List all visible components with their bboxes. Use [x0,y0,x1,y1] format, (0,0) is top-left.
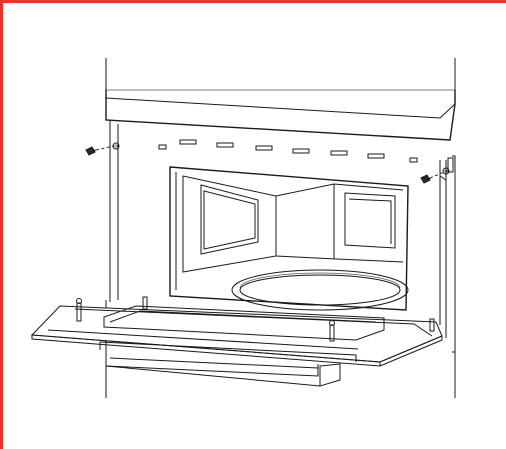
turntable [231,269,409,311]
door-handle [105,352,341,387]
screw-icon [420,171,445,184]
door-pin-left-2 [142,296,148,310]
appliance-right-side [439,155,456,353]
mounting-hole-icon [112,142,120,150]
vent-hole-left [158,144,167,150]
screw-icon [85,145,115,156]
door-pin-right-2 [429,318,435,332]
open-door [30,305,443,367]
frame-top-border [0,0,506,3]
mounting-hole-icon [442,167,450,175]
oven-cavity [169,166,409,311]
appliance-top-trim [105,90,456,302]
vent-hole-right [409,157,418,163]
vent-slots [158,139,418,163]
door-pins [76,296,435,342]
frame-left-border [0,0,3,449]
